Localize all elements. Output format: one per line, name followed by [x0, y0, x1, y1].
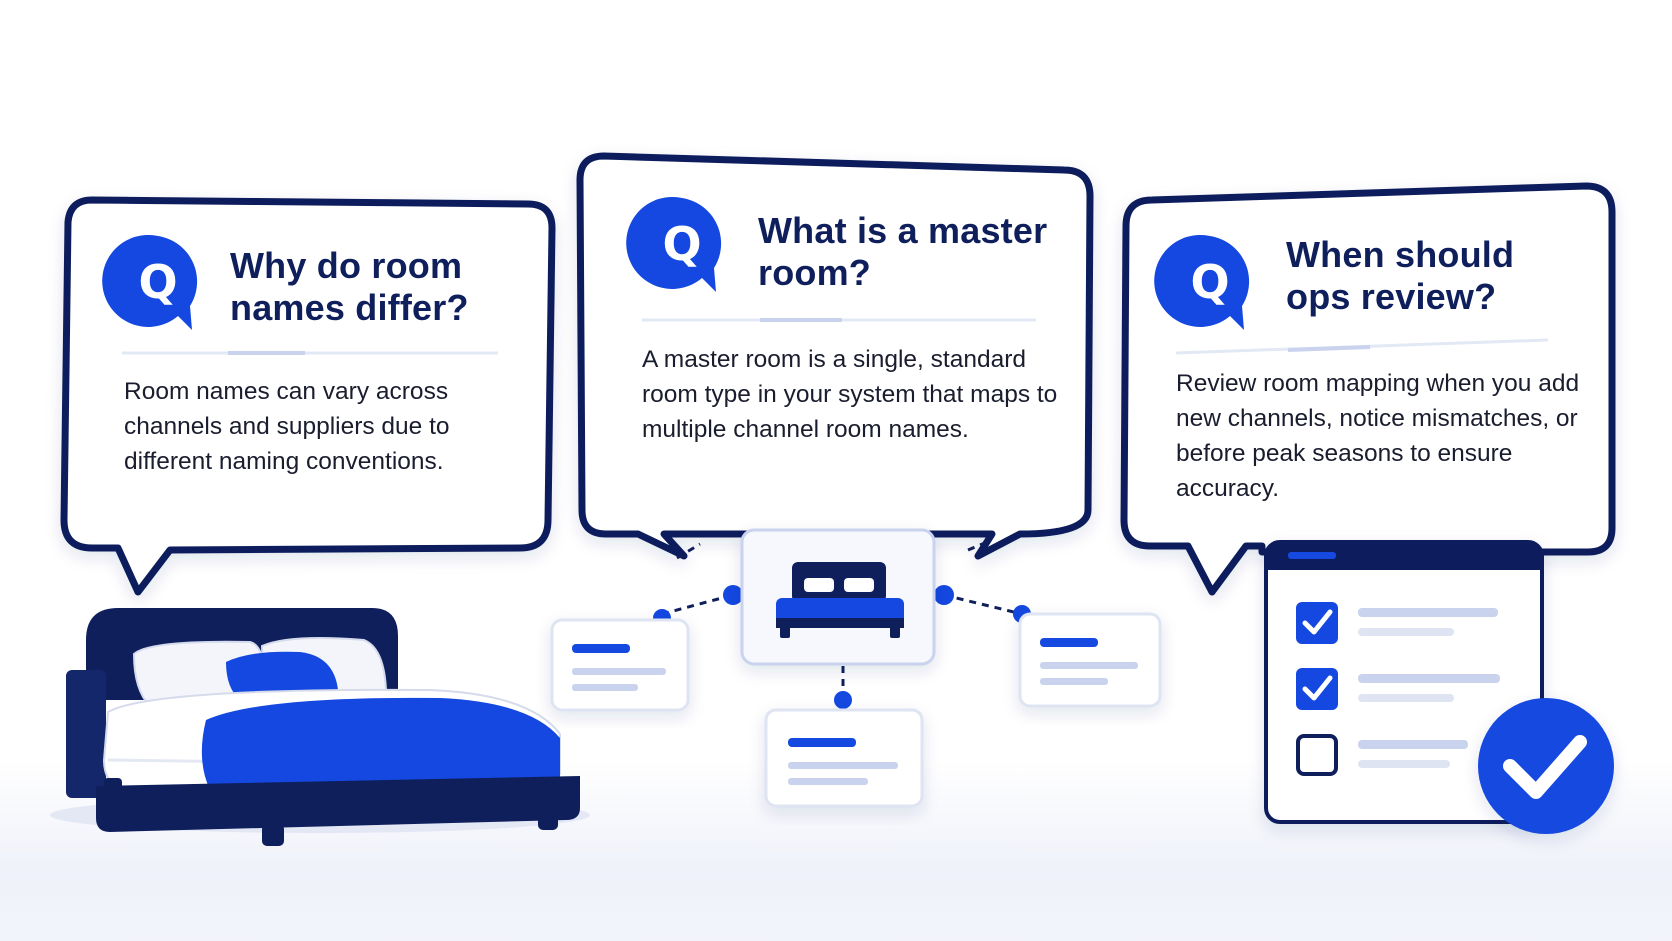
- bed-icon: [776, 562, 904, 638]
- card-3-body: Review room mapping when you add new cha…: [1176, 370, 1580, 502]
- q-badge-letter: Q: [662, 217, 702, 271]
- divider-3: [1175, 338, 1549, 355]
- q-badge-letter: Q: [1190, 255, 1230, 309]
- q-badge-icon: [626, 196, 722, 292]
- card-2-title: What is a master room?: [758, 210, 1048, 293]
- check-circle-icon: [1478, 698, 1614, 834]
- checkbox-empty-icon: [1296, 734, 1468, 776]
- bed-illustration: [50, 608, 590, 846]
- channel-room-card-left: [550, 618, 690, 712]
- card-3-title: When should ops review?: [1286, 234, 1515, 317]
- checkbox-checked-icon: [1296, 602, 1498, 644]
- channel-room-card-bottom: [764, 708, 924, 808]
- card-1-body: Room names can vary across channels and …: [124, 378, 450, 475]
- q-badge-letter: Q: [138, 255, 178, 309]
- checkbox-checked-icon: [1296, 668, 1500, 710]
- card-2-body: A master room is a single, standard room…: [642, 346, 1058, 443]
- q-badge-icon: [1154, 234, 1250, 330]
- q-badge-icon: [102, 234, 198, 330]
- card-1-title: Why do room names differ?: [230, 245, 469, 328]
- channel-room-card-right: [1018, 612, 1162, 708]
